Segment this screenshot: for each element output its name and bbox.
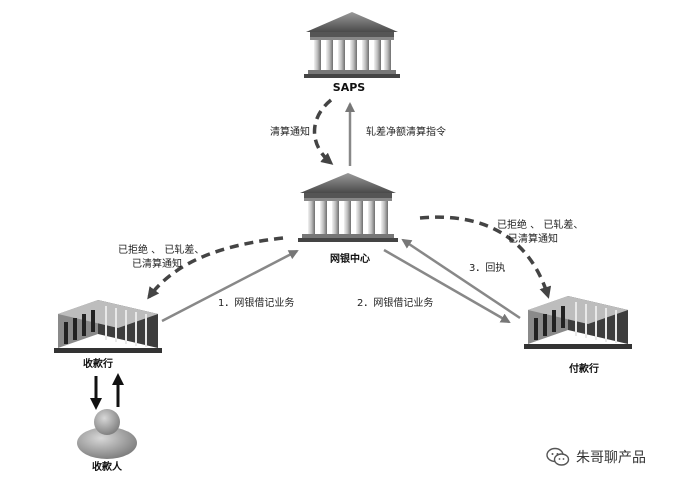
payee-bank-building-icon <box>54 300 162 353</box>
arrow-saps-to-center-dashed <box>312 98 334 165</box>
wechat-icon <box>546 447 570 466</box>
label-left-status-line1: 已拒绝 、 已轧差、 <box>118 243 204 256</box>
arrow-step3 <box>401 238 521 320</box>
node-label-payer-bank: 付款行 <box>569 362 599 375</box>
arrow-status-to-payee-bank <box>147 236 284 300</box>
label-step1: 1．网银借记业务 <box>218 296 294 309</box>
payee-person-icon <box>77 409 137 459</box>
label-right-status-line2: 已清算通知 <box>508 232 558 245</box>
node-label-payee: 收款人 <box>92 460 123 473</box>
watermark-text: 朱哥聊产品 <box>576 450 646 466</box>
payer-bank-building-icon <box>524 296 632 349</box>
arrow-step2 <box>383 248 511 324</box>
label-right-status-line1: 已拒绝 、 已轧差、 <box>497 218 583 231</box>
arrow-step1 <box>161 249 299 323</box>
node-label-saps: SAPS <box>333 81 365 94</box>
label-net-clearing-instruction: 轧差净额清算指令 <box>366 125 446 138</box>
label-clearing-notice: 清算通知 <box>270 125 310 138</box>
saps-building-icon <box>304 12 400 78</box>
label-left-status-line2: 已清算通知 <box>132 257 182 270</box>
node-label-payee-bank: 收款行 <box>83 357 113 370</box>
arrow-status-to-payer-bank <box>419 215 552 299</box>
node-label-center: 网银中心 <box>330 252 370 265</box>
watermark: 朱哥聊产品 <box>546 446 646 468</box>
label-step2: 2．网银借记业务 <box>357 296 433 309</box>
center-building-icon <box>298 173 398 242</box>
label-step3: 3．回执 <box>469 261 505 274</box>
